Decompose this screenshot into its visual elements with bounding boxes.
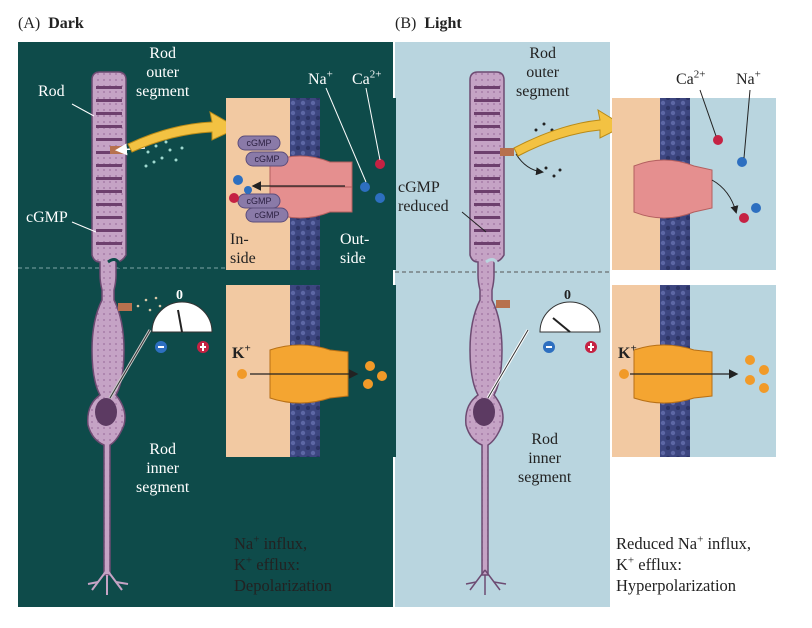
dark-ca-ion-in bbox=[229, 193, 239, 203]
light-rod-cilium-mark bbox=[485, 258, 500, 269]
light-rod-nucleus bbox=[473, 398, 495, 426]
light-k-ion-in bbox=[619, 369, 629, 379]
light-rod-synapse bbox=[465, 569, 507, 595]
light-inner-segment-label: Rod inner segment bbox=[518, 431, 572, 486]
dark-inner-segment-label: Rod inner segment bbox=[136, 441, 190, 496]
light-cgmp-particles bbox=[534, 122, 562, 178]
dark-cgmp-leader bbox=[71, 221, 97, 233]
dark-outer-segment-label: Rod outer segment bbox=[136, 45, 190, 100]
light-ca-label-leader bbox=[699, 89, 717, 137]
dark-na-ion-out-2 bbox=[375, 193, 385, 203]
panel-a-caption: (A) Dark bbox=[18, 14, 84, 34]
light-rod-discs bbox=[474, 86, 500, 245]
dark-cgmp-tag-4: cGMP bbox=[254, 210, 280, 220]
dark-voltmeter bbox=[151, 301, 213, 353]
light-closed-cgmp-channel bbox=[633, 159, 713, 219]
panel-a-letter: (A) bbox=[18, 15, 41, 32]
dark-cgmp-tag-1: cGMP bbox=[246, 138, 272, 148]
light-na-ion bbox=[737, 157, 747, 167]
dark-rod-nucleus bbox=[95, 398, 117, 426]
dark-na-ion-in bbox=[233, 175, 243, 185]
dark-ca-label: Ca2+ bbox=[352, 68, 382, 88]
light-na-label: Na+ bbox=[736, 68, 761, 88]
light-ion-repelled-arrow bbox=[711, 179, 739, 214]
light-rod-channel-mark bbox=[500, 148, 514, 156]
dark-rod-inner-channel bbox=[118, 303, 132, 311]
panel-b-caption: (B) Light bbox=[395, 14, 462, 34]
light-outer-inset bbox=[612, 89, 776, 270]
dark-rod-leader bbox=[71, 103, 95, 117]
dark-inside-label: In- side bbox=[230, 231, 256, 267]
light-summary: Reduced Na+ influx, K+ efflux: Hyperpola… bbox=[616, 533, 751, 595]
dark-na-ion-out bbox=[360, 182, 370, 192]
dark-cgmp-particles bbox=[144, 140, 184, 168]
dark-rod-label: Rod bbox=[38, 83, 65, 100]
dark-na-ion-in-2 bbox=[244, 186, 252, 194]
dark-outside-label: Out- side bbox=[340, 231, 370, 267]
light-cgmp-leader bbox=[461, 211, 487, 233]
dark-rod-cilium-mark bbox=[107, 258, 122, 269]
light-rod-cell bbox=[465, 71, 514, 595]
dark-meter-zero: 0 bbox=[176, 288, 183, 303]
light-outer-segment-label: Rod outer segment bbox=[516, 45, 570, 100]
dark-inner-inset bbox=[226, 285, 396, 457]
panel-a-title: Dark bbox=[48, 15, 84, 32]
dark-outer-inset bbox=[226, 87, 396, 270]
panel-b-title: Light bbox=[424, 15, 462, 32]
light-ca-ion bbox=[713, 135, 723, 145]
dark-rod-synapse bbox=[87, 569, 129, 595]
dark-k-ion-in bbox=[237, 369, 247, 379]
light-k-label: K+ bbox=[618, 342, 637, 362]
dark-cgmp-tag-3: cGMP bbox=[246, 196, 272, 206]
dark-zoom-arrow bbox=[127, 111, 240, 153]
dark-inner-particles bbox=[136, 296, 162, 312]
dark-ca-label-leader bbox=[365, 87, 381, 161]
dark-summary: Na+ influx, K+ efflux: Depolarization bbox=[234, 533, 333, 595]
dark-k-label: K+ bbox=[232, 342, 251, 362]
light-meter-zero: 0 bbox=[564, 288, 571, 303]
dark-rod-discs bbox=[96, 86, 122, 245]
light-rod-inner-channel bbox=[496, 300, 510, 308]
dark-cgmp-tags bbox=[237, 135, 289, 223]
dark-cgmp-tag-2: cGMP bbox=[254, 154, 280, 164]
light-na-label-leader bbox=[743, 89, 751, 159]
dark-na-label-leader bbox=[325, 87, 367, 183]
light-ca-label: Ca2+ bbox=[676, 68, 706, 88]
light-voltmeter bbox=[539, 301, 601, 353]
light-inner-inset bbox=[612, 285, 776, 457]
panel-b-letter: (B) bbox=[395, 15, 417, 32]
dark-na-label: Na+ bbox=[308, 68, 333, 88]
dark-ca-ion-out bbox=[375, 159, 385, 169]
dark-cgmp-label: cGMP bbox=[26, 209, 68, 226]
light-cgmp-reduced-label: cGMP reduced bbox=[398, 179, 449, 215]
dark-rod-cell bbox=[87, 71, 132, 595]
